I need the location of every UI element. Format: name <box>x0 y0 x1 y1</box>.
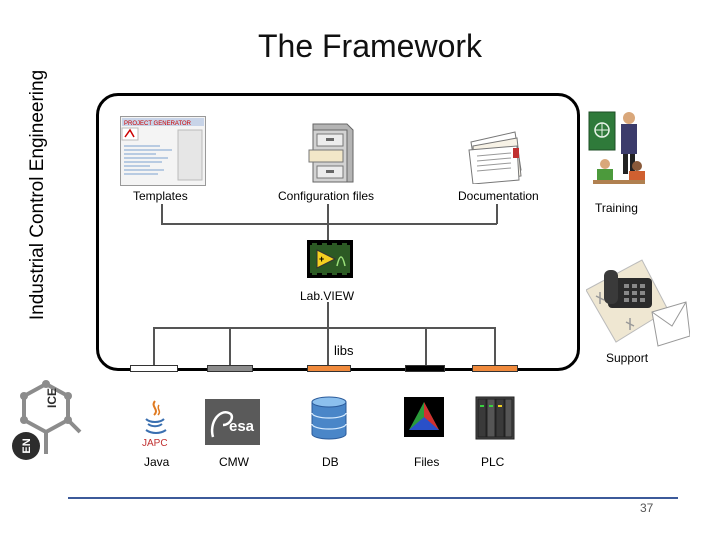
documentation-label: Documentation <box>458 189 539 203</box>
svg-text:ICE: ICE <box>45 388 59 408</box>
cmw-label: CMW <box>219 455 249 469</box>
footer-divider <box>68 497 678 499</box>
labview-icon: + <box>307 240 353 278</box>
java-icon <box>142 399 168 437</box>
java-label: Java <box>144 455 170 469</box>
svg-text:PROJECT GENERATOR: PROJECT GENERATOR <box>124 121 192 127</box>
labview-up-connector <box>327 224 329 240</box>
cmw-connector <box>229 327 231 365</box>
templates-connector <box>161 204 163 224</box>
sidebar-title: Industrial Control Engineering <box>18 20 58 370</box>
java-connector <box>153 327 155 365</box>
cmw-bar <box>207 365 253 372</box>
plc-connector <box>494 327 496 365</box>
telephone-mail-icon <box>585 256 691 352</box>
files-bar <box>405 365 445 372</box>
db-label: DB <box>322 455 339 469</box>
templates-label: Templates <box>133 189 188 203</box>
libs-label: libs <box>334 343 354 358</box>
labview-down-connector <box>327 302 329 328</box>
plc-bar <box>472 365 518 372</box>
files-label: Files <box>414 455 440 469</box>
plc-label: PLC <box>481 455 505 469</box>
enice-logo: EN ICE <box>6 380 84 460</box>
template-screenshot-icon: PROJECT GENERATOR <box>120 116 206 186</box>
db-connector <box>327 327 329 365</box>
document-stack-icon <box>467 128 525 185</box>
java-bar <box>130 365 178 372</box>
bottom-connector-line <box>153 327 495 329</box>
plc-hardware-icon <box>474 395 516 441</box>
sidebar-title-text: Industrial Control Engineering <box>27 69 48 321</box>
svg-text:esa: esa <box>229 418 255 435</box>
files-triangle-icon <box>404 397 444 437</box>
db-bar <box>307 365 351 372</box>
database-icon <box>310 396 348 440</box>
teacher-classroom-icon <box>587 108 649 190</box>
top-connector-line <box>161 223 497 225</box>
filing-cabinet-icon <box>303 120 355 184</box>
svg-text:+: + <box>319 254 324 264</box>
page-number: 37 <box>640 501 654 515</box>
labview-label: Lab.VIEW <box>300 289 355 303</box>
support-label: Support <box>606 351 649 365</box>
japc-label: JAPC <box>142 438 168 449</box>
esa-logo-icon: esa <box>205 399 260 445</box>
docs-connector <box>496 204 498 224</box>
config-connector <box>327 204 329 224</box>
training-label: Training <box>595 201 638 215</box>
slide-title: The Framework <box>257 28 483 64</box>
files-connector <box>425 327 427 365</box>
config-files-label: Configuration files <box>278 189 375 203</box>
svg-text:EN: EN <box>21 438 33 453</box>
